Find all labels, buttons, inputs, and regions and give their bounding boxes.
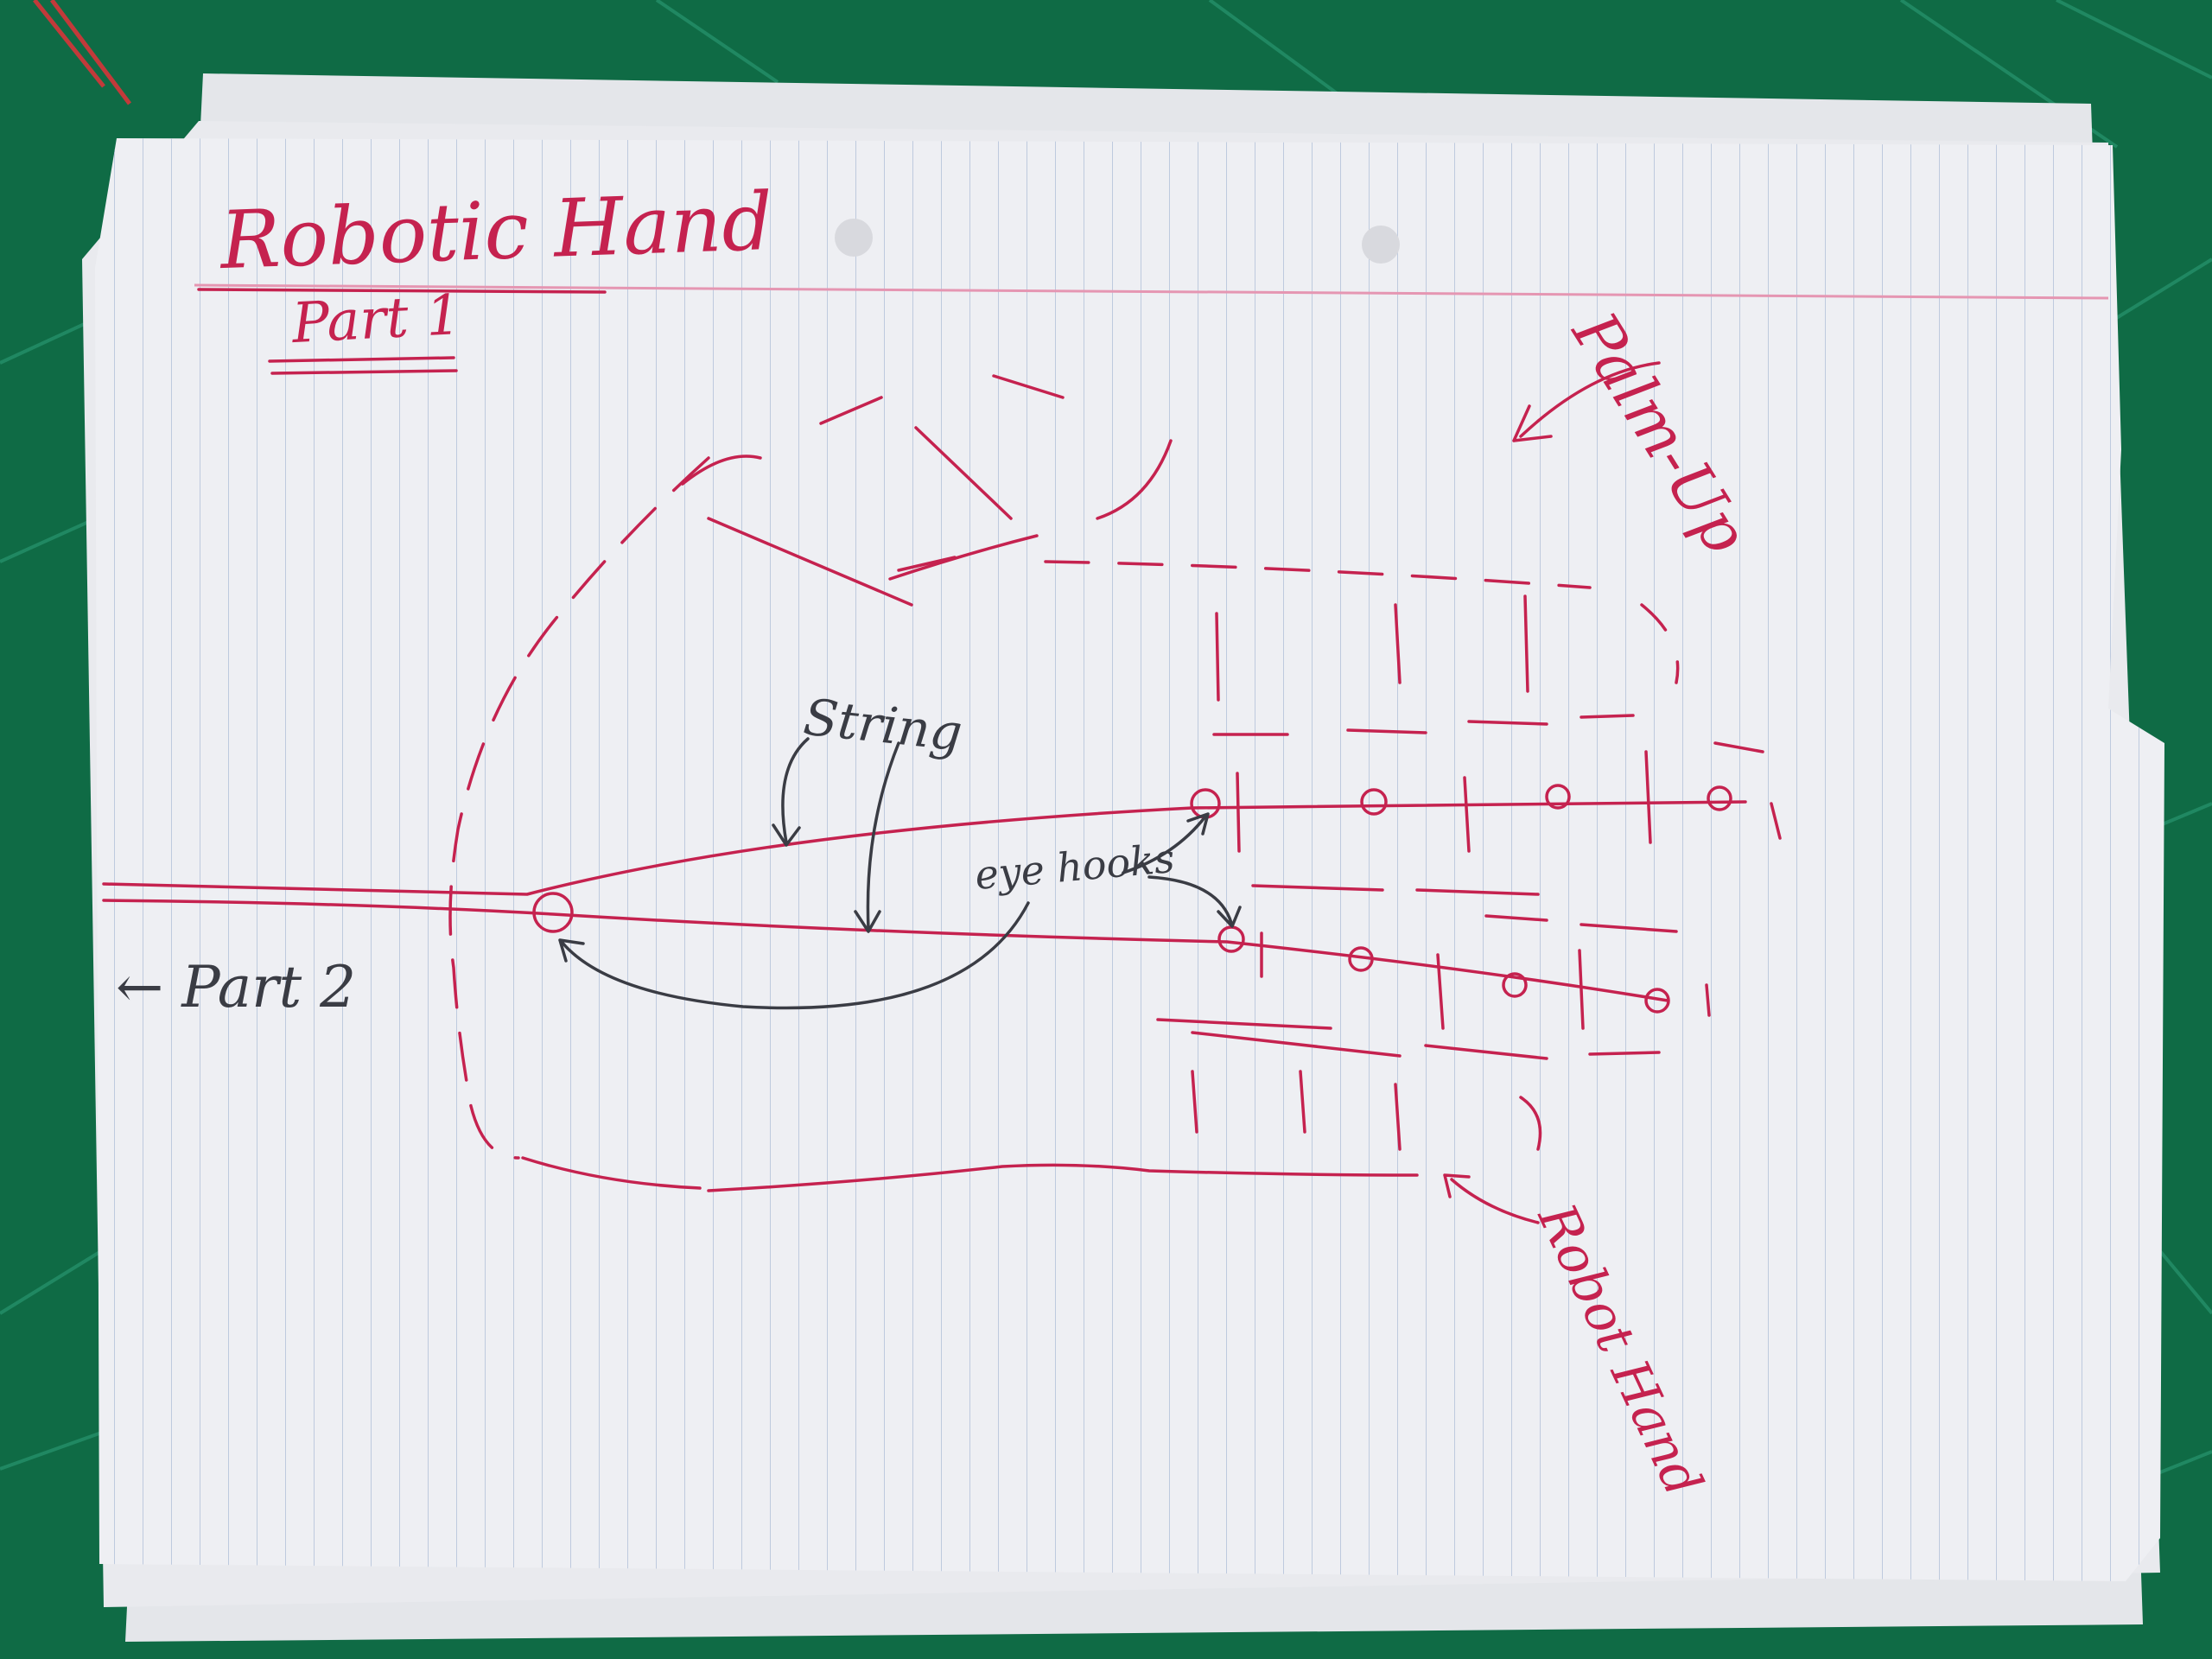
page-title: Robotic Hand — [219, 175, 774, 288]
arrow-icon — [1122, 815, 1207, 874]
hand-bottom-outline-2 — [707, 1163, 1419, 1192]
arrow-icon — [1519, 361, 1661, 438]
arrow-icon — [1147, 875, 1233, 925]
string-label: String — [800, 687, 965, 763]
arrow-icon — [560, 901, 1030, 1010]
part-2-label: ← Part 2 — [116, 954, 357, 1020]
hand-bottom-outline — [521, 1156, 702, 1190]
page-subtitle: Part 1 — [290, 283, 463, 357]
arrow-icon — [866, 741, 900, 931]
string-top — [102, 800, 1747, 896]
eye-hook-icon — [532, 784, 1732, 1014]
thumb-sketch — [681, 454, 762, 486]
arrow-icon — [1450, 1178, 1540, 1224]
string-bottom — [102, 899, 1669, 1002]
knuckle-line — [1044, 560, 1592, 589]
title-underline — [197, 288, 607, 294]
hand-outline — [448, 456, 710, 1160]
subtitle-underline-2 — [270, 369, 458, 375]
arrow-icon — [781, 737, 810, 844]
subtitle-underline-1 — [268, 356, 455, 363]
